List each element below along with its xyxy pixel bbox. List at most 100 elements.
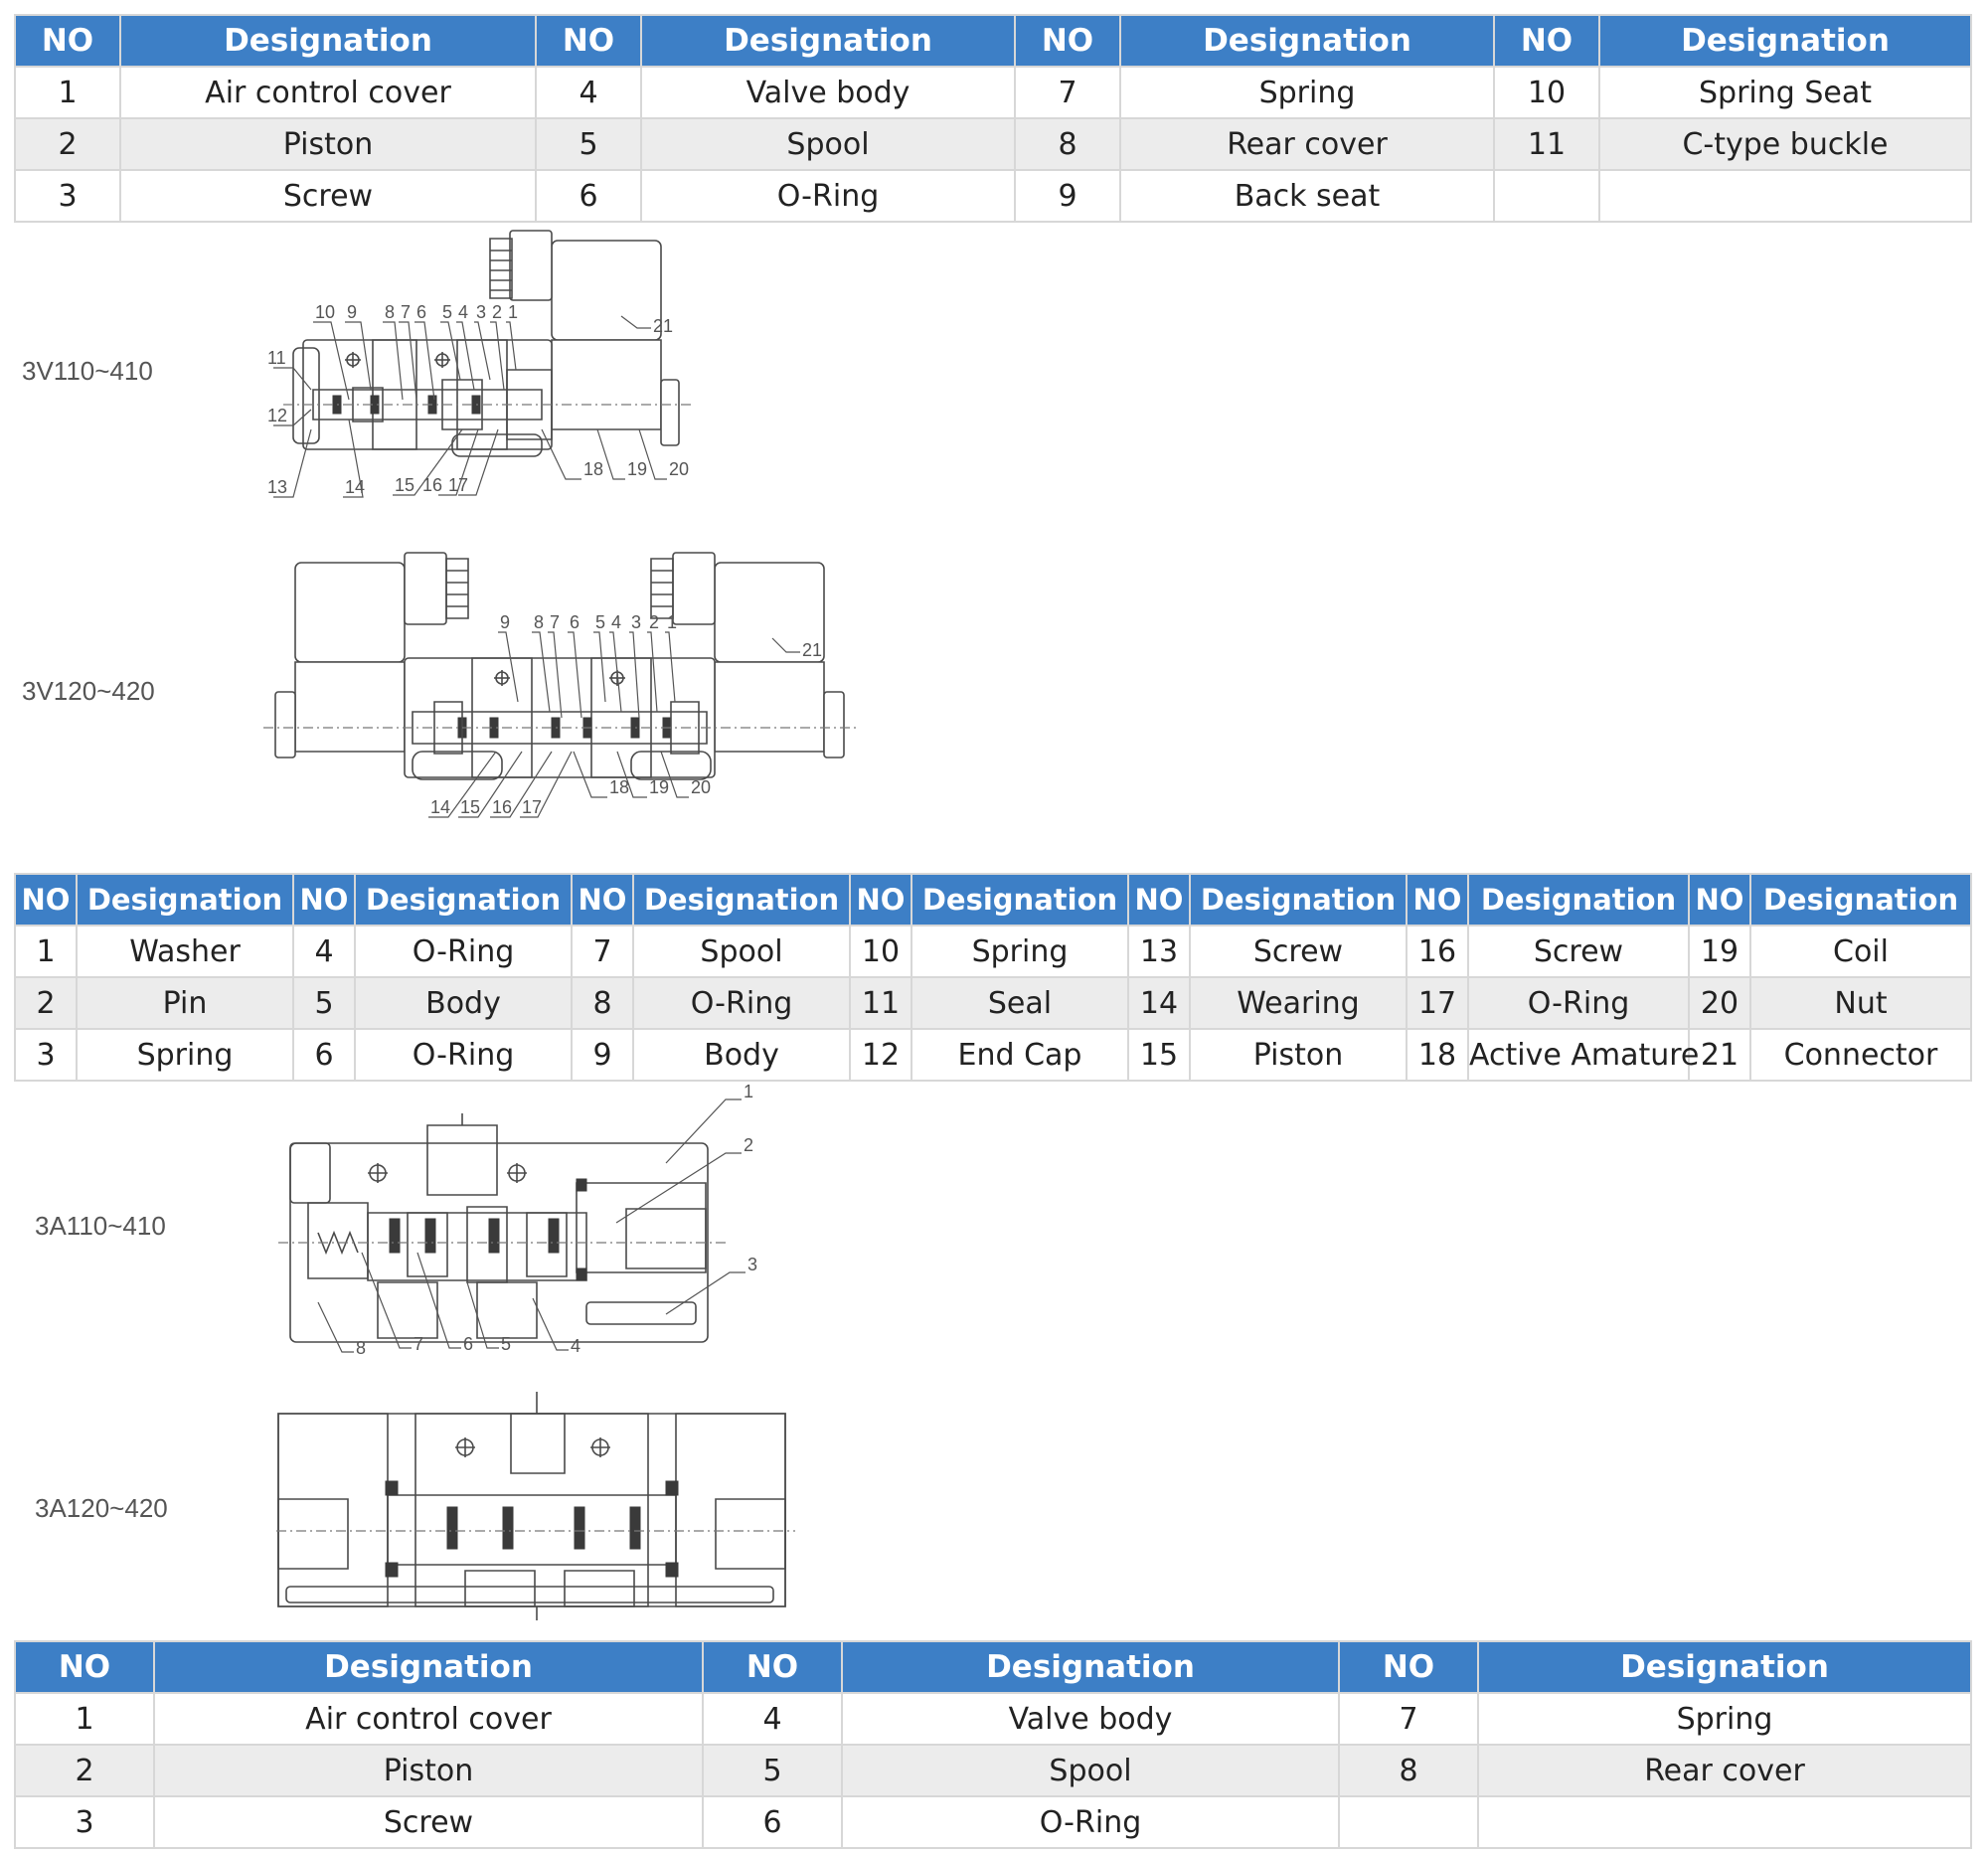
table-cell: 16 (1406, 925, 1469, 978)
callout-4: 4 (571, 1336, 580, 1356)
table-cell: 1 (14, 66, 121, 119)
table-cell: 5 (702, 1744, 843, 1797)
table-cell: Spring Seat (1598, 66, 1972, 119)
callout-21: 21 (802, 640, 822, 660)
table-cell: Nut (1749, 976, 1972, 1030)
callout-13: 13 (267, 477, 287, 497)
table-cell: 7 (1338, 1692, 1479, 1746)
callout-7: 7 (550, 612, 560, 632)
table-cell (1493, 169, 1600, 223)
table-cell: O-Ring (1467, 976, 1690, 1030)
table-header-row: NO Designation NO Designation NO Designa… (14, 14, 1972, 68)
table-cell: Spring (1477, 1692, 1972, 1746)
callout-11: 11 (267, 348, 286, 368)
header-cell: NO (571, 873, 634, 927)
callout-1: 1 (508, 302, 518, 322)
table-row: 1 Air control cover 4 Valve body 7 Sprin… (14, 1692, 1972, 1746)
header-cell: NO (14, 1640, 155, 1694)
header-cell: Designation (841, 1640, 1340, 1694)
callout-3: 3 (631, 612, 641, 632)
callout-8: 8 (385, 302, 395, 322)
callout-14: 14 (345, 477, 365, 497)
table-cell: Air control cover (153, 1692, 704, 1746)
table-cell: O-Ring (841, 1795, 1340, 1849)
callout-5: 5 (501, 1334, 511, 1354)
table-cell: Piston (153, 1744, 704, 1797)
table-cell: 14 (1127, 976, 1191, 1030)
callout-15: 15 (460, 797, 480, 817)
table-cell: Spool (632, 925, 851, 978)
table-cell: Seal (911, 976, 1129, 1030)
table-cell: 9 (1014, 169, 1121, 223)
table-cell: 12 (849, 1028, 912, 1082)
table-cell: 3 (14, 1028, 78, 1082)
table-cell: 7 (571, 925, 634, 978)
parts-table-middle: NO Designation NO Designation NO Designa… (14, 873, 1972, 1082)
table-cell: O-Ring (640, 169, 1016, 223)
table-cell: 8 (1014, 117, 1121, 171)
header-cell: Designation (632, 873, 851, 927)
callout-8: 8 (534, 612, 544, 632)
callout-17: 17 (522, 797, 542, 817)
table-cell: 8 (571, 976, 634, 1030)
table-cell: Body (354, 976, 573, 1030)
table-cell: Piston (119, 117, 537, 171)
table-cell: C-type buckle (1598, 117, 1972, 171)
callout-3: 3 (476, 302, 486, 322)
table-cell: 2 (14, 117, 121, 171)
diagram-3a120 (276, 1392, 803, 1620)
table-row: 3 Screw 6 O-Ring (14, 1795, 1972, 1849)
table-row: 2 Piston 5 Spool 8 Rear cover (14, 1744, 1972, 1797)
table-cell: 6 (702, 1795, 843, 1849)
header-cell: NO (14, 14, 121, 68)
callout-16: 16 (422, 475, 442, 495)
header-cell: Designation (911, 873, 1129, 927)
table-cell: Spool (841, 1744, 1340, 1797)
table-cell: Body (632, 1028, 851, 1082)
callout-18: 18 (609, 777, 629, 797)
table-cell: 5 (535, 117, 642, 171)
callout-17: 17 (448, 475, 468, 495)
table-row: 2 Piston 5 Spool 8 Rear cover 11 C-type … (14, 117, 1972, 171)
header-cell: NO (14, 873, 78, 927)
table-cell: 2 (14, 976, 78, 1030)
table-header-row: NO Designation NO Designation NO Designa… (14, 873, 1972, 927)
table-cell: Rear cover (1477, 1744, 1972, 1797)
header-cell: Designation (119, 14, 537, 68)
table-cell: 4 (535, 66, 642, 119)
table-cell: Spring (1119, 66, 1495, 119)
table-row: 3 Spring 6 O-Ring 9 Body 12 End Cap 15 P… (14, 1028, 1972, 1082)
table-cell: Air control cover (119, 66, 537, 119)
header-cell: Designation (354, 873, 573, 927)
table-cell (1598, 169, 1972, 223)
table-cell: Valve body (841, 1692, 1340, 1746)
table-cell: 11 (1493, 117, 1600, 171)
callout-1: 1 (744, 1082, 753, 1101)
model-label-3a110: 3A110~410 (35, 1211, 166, 1241)
header-cell: Designation (1749, 873, 1972, 927)
table-cell: 18 (1406, 1028, 1469, 1082)
table-cell: Screw (1189, 925, 1408, 978)
table-cell: Valve body (640, 66, 1016, 119)
table-cell: 3 (14, 1795, 155, 1849)
header-cell: NO (1688, 873, 1751, 927)
diagram-3a110: 1 2 3 8 7 6 5 4 (278, 1082, 757, 1358)
callout-9: 9 (500, 612, 510, 632)
table-cell: Connector (1749, 1028, 1972, 1082)
table-cell: End Cap (911, 1028, 1129, 1082)
callout-7: 7 (401, 302, 411, 322)
callout-18: 18 (583, 459, 603, 479)
callout-21: 21 (653, 316, 673, 336)
header-cell: NO (535, 14, 642, 68)
callout-14: 14 (430, 797, 450, 817)
table-cell: Active Amature (1467, 1028, 1699, 1082)
diagram-3v120: 9 8 7 6 5 4 3 2 1 21 14 15 16 17 18 19 2… (263, 553, 870, 833)
header-cell: NO (849, 873, 912, 927)
header-cell: Designation (1189, 873, 1408, 927)
header-cell: Designation (76, 873, 294, 927)
callout-16: 16 (492, 797, 512, 817)
table-cell: Washer (76, 925, 294, 978)
callout-12: 12 (267, 406, 287, 425)
callout-2: 2 (649, 612, 659, 632)
parts-table-bottom: NO Designation NO Designation NO Designa… (14, 1640, 1972, 1849)
